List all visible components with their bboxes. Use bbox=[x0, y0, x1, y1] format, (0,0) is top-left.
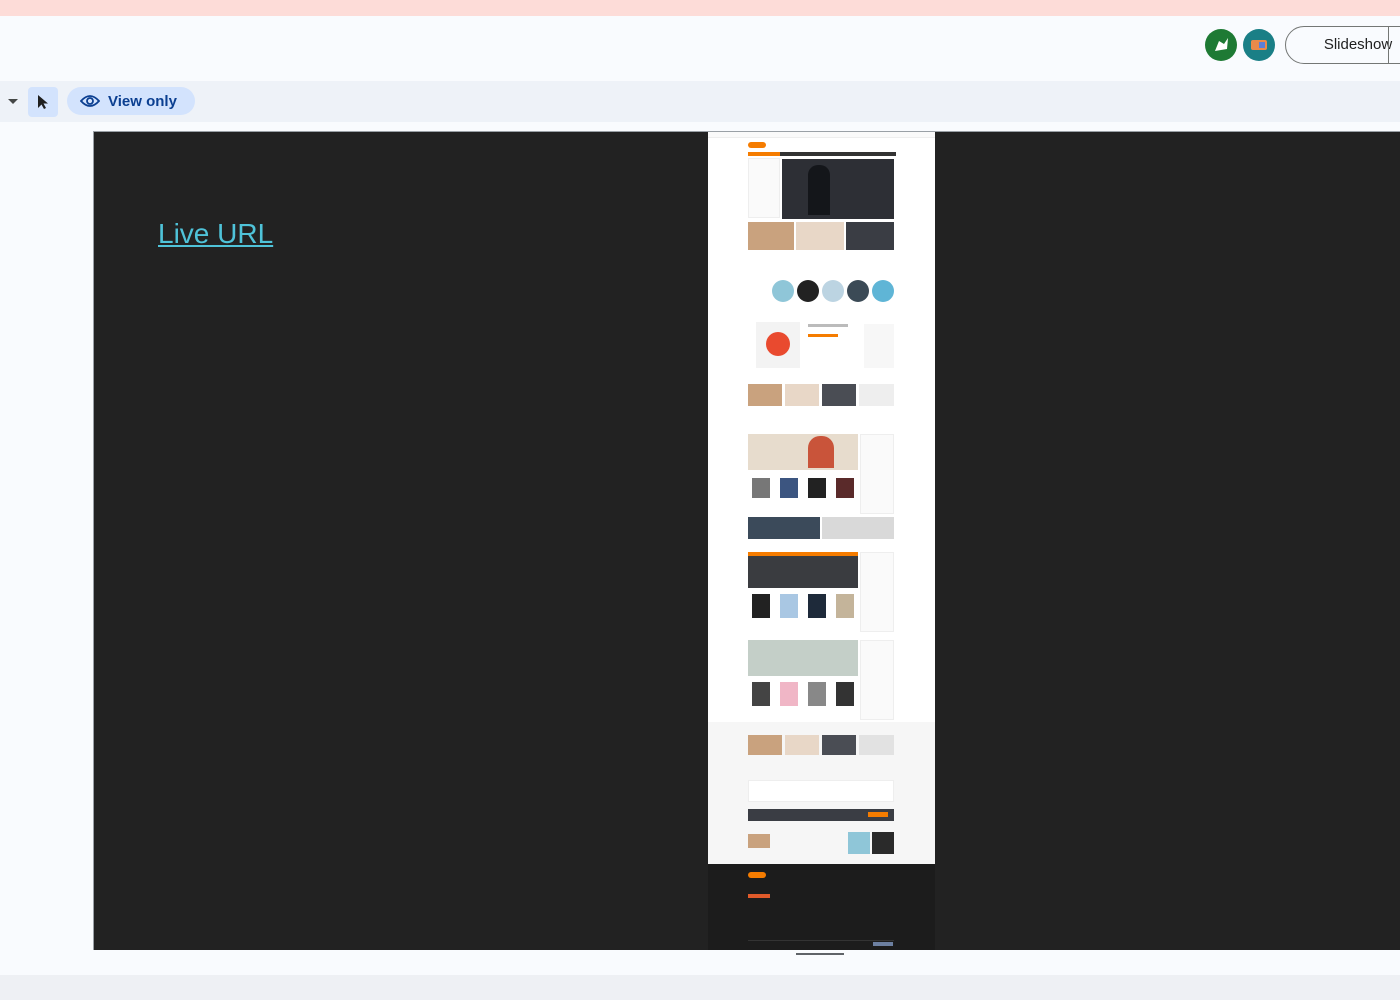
website-screenshot-image bbox=[708, 132, 935, 864]
toolbar bbox=[0, 81, 1400, 122]
user-avatar-icon[interactable] bbox=[1205, 29, 1237, 61]
view-only-mode-button[interactable]: View only bbox=[67, 87, 195, 115]
website-footer-image bbox=[708, 864, 935, 950]
notification-banner bbox=[0, 0, 1400, 16]
eye-icon bbox=[80, 95, 100, 107]
view-only-label: View only bbox=[108, 92, 177, 110]
app-header bbox=[0, 16, 1400, 81]
slideshow-dropdown-divider bbox=[1388, 26, 1389, 64]
user-avatar-icon[interactable] bbox=[1243, 29, 1275, 61]
scroll-indicator bbox=[796, 953, 844, 955]
bottom-bar bbox=[0, 975, 1400, 1000]
chevron-down-icon[interactable] bbox=[8, 99, 18, 104]
select-tool-button[interactable] bbox=[28, 87, 58, 117]
slideshow-button[interactable]: Slideshow bbox=[1285, 26, 1400, 64]
cursor-arrow-icon bbox=[38, 95, 48, 109]
live-url-link[interactable]: Live URL bbox=[158, 218, 274, 249]
hero-banner bbox=[782, 159, 894, 219]
site-logo-icon bbox=[748, 142, 766, 148]
slide: Live URL bbox=[93, 131, 1400, 950]
